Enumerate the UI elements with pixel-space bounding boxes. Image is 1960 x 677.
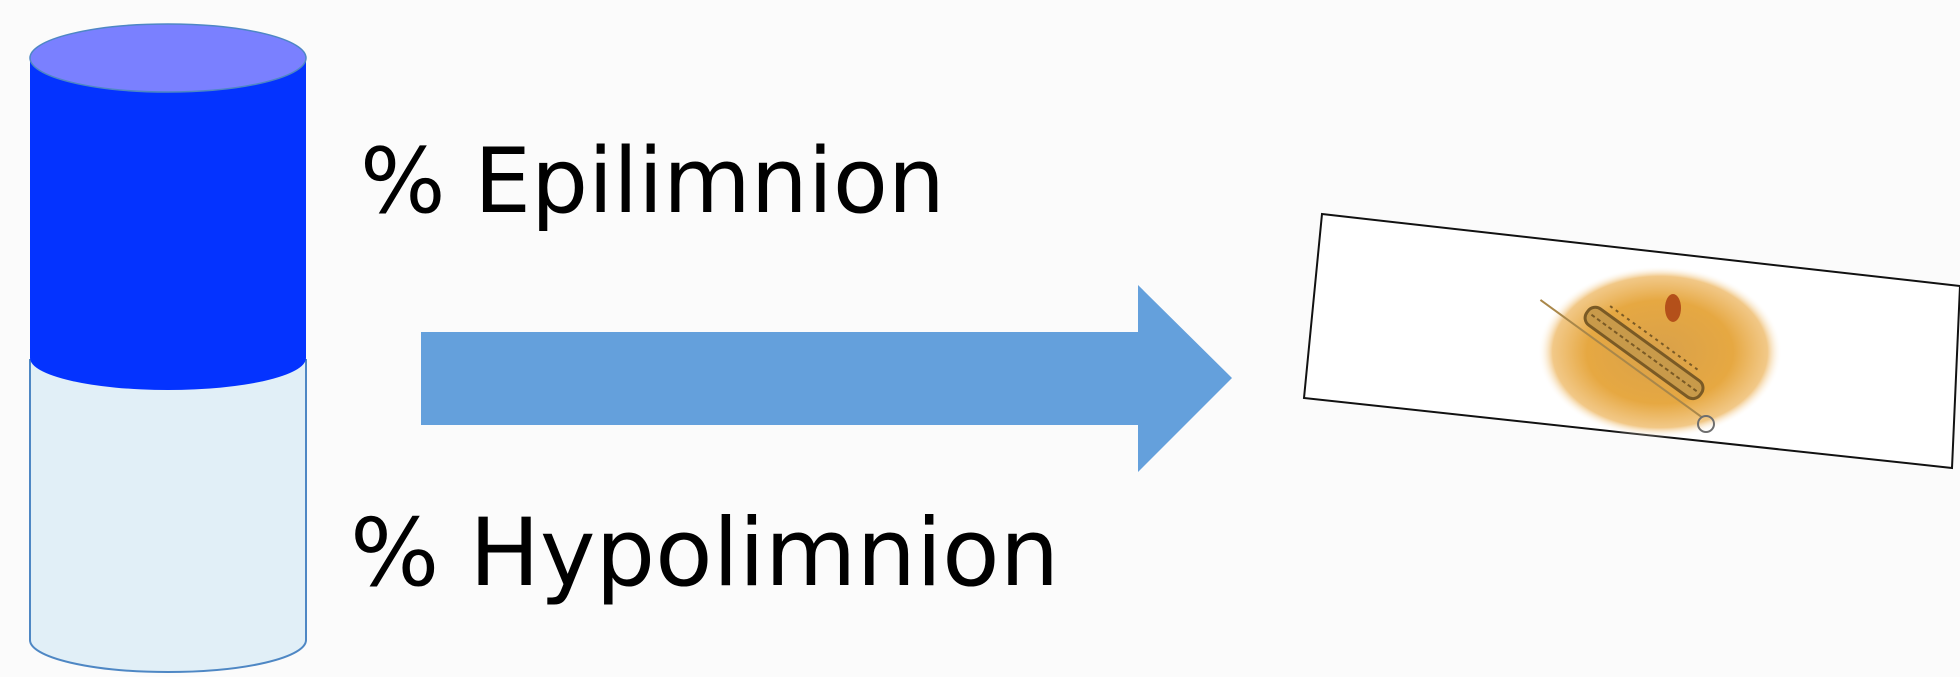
hypolimnion-label: % Hypolimnion: [350, 499, 1060, 608]
water-column-cylinder-icon: [29, 23, 307, 673]
epilimnion-layer: [30, 58, 306, 390]
right-arrow-icon: [421, 285, 1232, 472]
epilimnion-label: % Epilimnion: [360, 129, 945, 234]
cylinder-top: [29, 23, 307, 93]
diatom-specimen-icon: [1538, 266, 1782, 438]
hypolimnion-layer: [29, 359, 307, 673]
